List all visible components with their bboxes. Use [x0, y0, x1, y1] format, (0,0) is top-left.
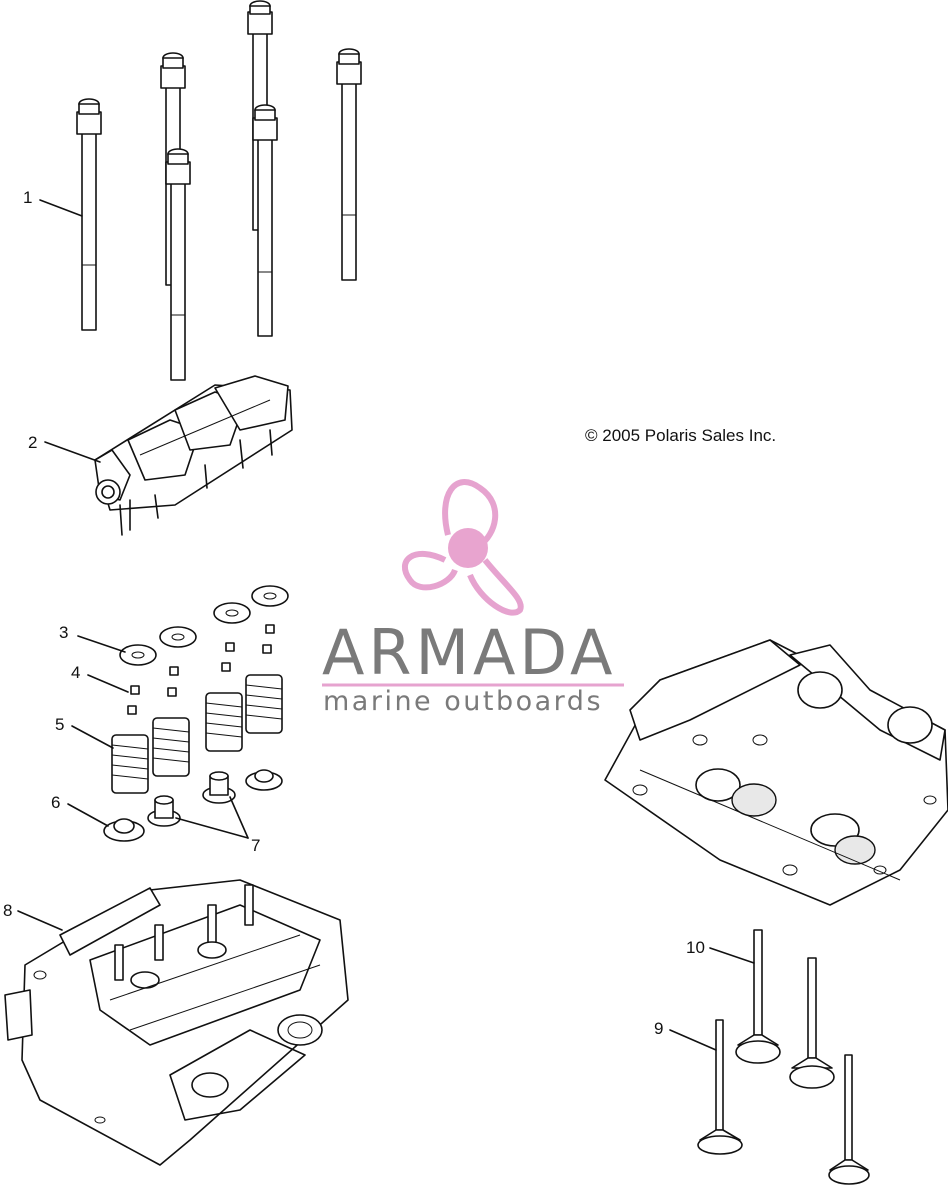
head-bolt: [252, 104, 278, 337]
callout-label: 10: [686, 938, 705, 957]
brand-name: ARMADA: [322, 616, 617, 689]
brand-tagline: marine outboards: [323, 686, 604, 717]
callout-label: 5: [55, 715, 65, 734]
valve-retainer: [119, 585, 289, 666]
callout-label: 6: [51, 793, 61, 812]
cylinder-head-underside: [604, 639, 948, 906]
callout-label: 7: [251, 836, 261, 855]
cylinder-head: [4, 879, 349, 1166]
exhaust-valve: [735, 929, 835, 1089]
valve-spring: [111, 674, 283, 794]
callout-label: 9: [654, 1019, 664, 1038]
callout-label: 8: [3, 901, 13, 920]
valve-stem-seal: [147, 771, 236, 827]
copyright-notice: © 2005 Polaris Sales Inc.: [585, 426, 777, 445]
callout-label: 1: [23, 188, 33, 207]
propeller-hub: [448, 528, 488, 568]
valve-keeper: [127, 624, 275, 715]
head-bolt: [76, 98, 102, 331]
leader-lines: [17, 199, 755, 1051]
callout-label: 2: [28, 433, 38, 452]
spring-seat: [103, 769, 283, 842]
head-bolt: [336, 48, 362, 281]
intake-valve: [697, 1019, 870, 1185]
propeller-logo: [402, 479, 524, 616]
callout-label: 4: [71, 663, 81, 682]
head-bolt: [165, 148, 191, 381]
rocker-arm-assembly: [94, 375, 293, 536]
callout-label: 3: [59, 623, 69, 642]
